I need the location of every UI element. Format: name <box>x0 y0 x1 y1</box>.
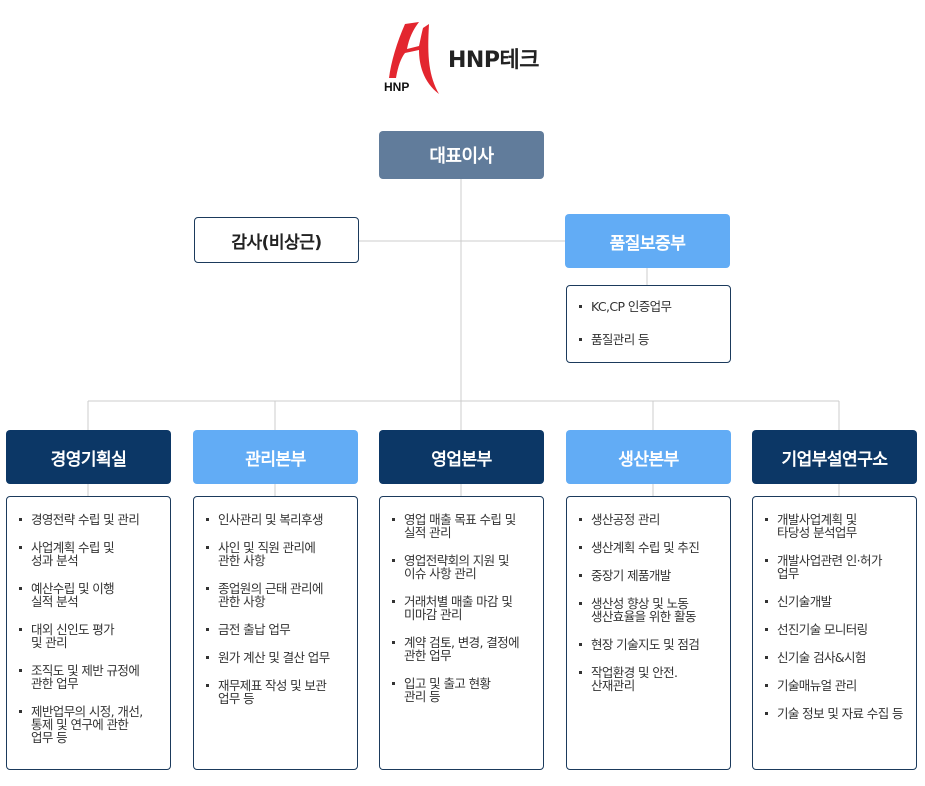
duty-item: 품질관리 등 <box>577 333 724 346</box>
company-logo: HNP <box>383 20 443 98</box>
duty-item: 작업환경 및 안전.산재관리 <box>577 666 724 692</box>
duty-item: 생산계획 수립 및 추진 <box>577 541 724 554</box>
duty-item: 원가 계산 및 결산 업무 <box>204 651 351 664</box>
duty-item: 인사관리 및 복리후생 <box>204 513 351 526</box>
logo-h-mark-icon: HNP <box>384 22 439 94</box>
department-box: 경영기획실 <box>6 430 171 484</box>
duty-item: KC,CP 인증업무 <box>577 300 724 313</box>
logo-mark-text: HNP <box>384 80 409 94</box>
duty-item: 금전 출납 업무 <box>204 623 351 636</box>
duty-item: 기술 정보 및 자료 수집 등 <box>763 707 910 720</box>
duty-item: 생산공정 관리 <box>577 513 724 526</box>
ceo-box: 대표이사 <box>379 131 544 179</box>
duty-item: 중장기 제품개발 <box>577 569 724 582</box>
department-box: 기업부설연구소 <box>752 430 917 484</box>
duty-item: 경영전략 수립 및 관리 <box>17 513 164 526</box>
duty-item: 기술매뉴얼 관리 <box>763 679 910 692</box>
quality-assurance-box: 품질보증부 <box>565 214 730 268</box>
duty-item: 신기술 검사&시험 <box>763 651 910 664</box>
duty-item: 선진기술 모니터링 <box>763 623 910 636</box>
audit-box: 감사(비상근) <box>194 217 359 263</box>
department-box: 관리본부 <box>193 430 358 484</box>
duty-item: 현장 기술지도 및 점검 <box>577 638 724 651</box>
duty-item: 신기술개발 <box>763 595 910 608</box>
department-box: 생산본부 <box>566 430 731 484</box>
department-box: 영업본부 <box>379 430 544 484</box>
company-name: HNP테크 <box>448 48 539 73</box>
